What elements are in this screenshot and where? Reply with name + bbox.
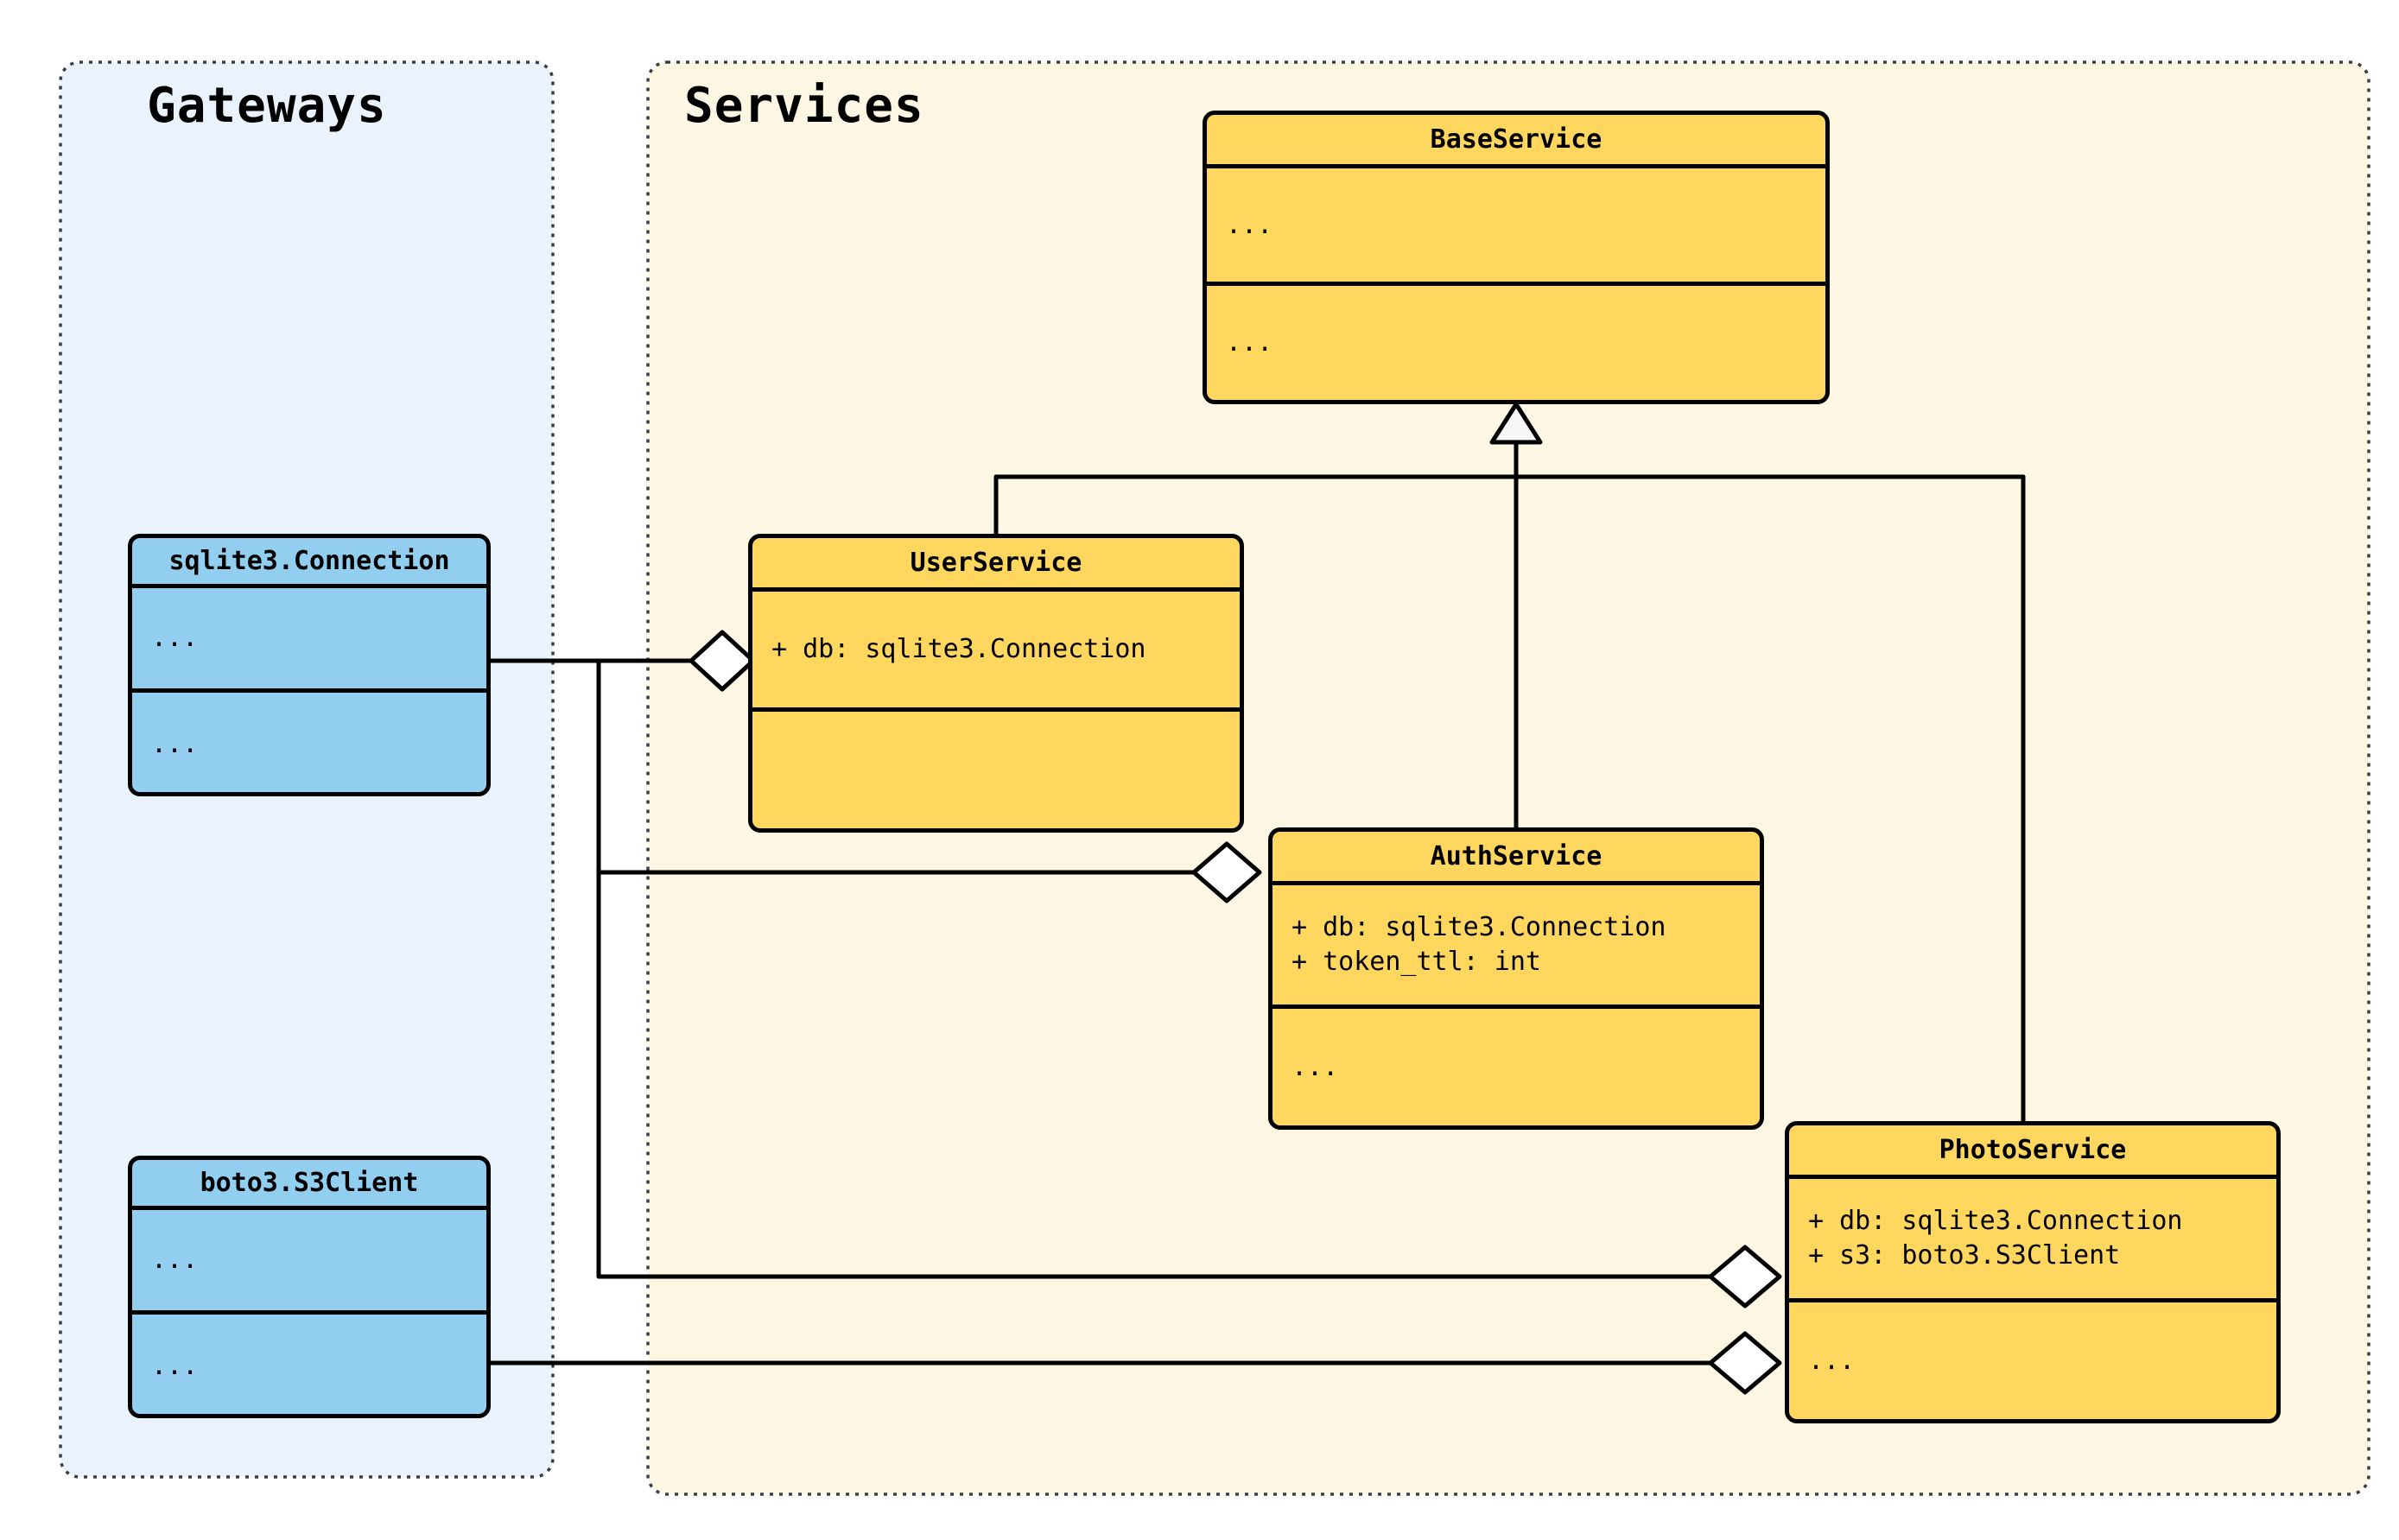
- generalization-triangle-icon: [1489, 402, 1543, 445]
- attribute-line: ...: [1226, 209, 1273, 240]
- attribute-line: ...: [151, 1245, 199, 1276]
- class-name-photoservice: PhotoService: [1789, 1125, 2276, 1179]
- method-line: ...: [1292, 1051, 1339, 1082]
- attribute-line: + db: sqlite3.Connection: [771, 634, 1146, 665]
- attribute-line: + token_ttl: int: [1292, 947, 1541, 977]
- class-attributes-sqlite3-connection: ...: [132, 588, 486, 693]
- class-attributes-userservice: + db: sqlite3.Connection: [752, 592, 1240, 712]
- method-line: ...: [151, 729, 199, 760]
- class-methods-sqlite3-connection: ...: [132, 693, 486, 792]
- class-attributes-baseservice: ...: [1207, 168, 1825, 286]
- class-attributes-photoservice: + db: sqlite3.Connection + s3: boto3.S3C…: [1789, 1179, 2276, 1302]
- method-line: ...: [1808, 1345, 1856, 1376]
- attribute-line: + db: sqlite3.Connection: [1808, 1206, 2183, 1237]
- aggregation-diamond-icon-authservice: [1191, 841, 1262, 903]
- attribute-line: + db: sqlite3.Connection: [1292, 912, 1666, 943]
- aggregation-diamond-icon-photoservice-s3: [1708, 1331, 1782, 1395]
- class-methods-baseservice: ...: [1207, 286, 1825, 400]
- package-title-gateways: Gateways: [147, 78, 387, 134]
- class-box-sqlite3-connection[interactable]: sqlite3.Connection ... ...: [128, 534, 491, 796]
- aggregation-diamond-icon-userservice: [689, 630, 756, 692]
- method-line: ...: [1226, 327, 1273, 358]
- class-methods-userservice: [752, 712, 1240, 828]
- class-box-authservice[interactable]: AuthService + db: sqlite3.Connection + t…: [1268, 827, 1764, 1130]
- class-name-sqlite3-connection: sqlite3.Connection: [132, 538, 486, 588]
- class-methods-boto3-s3client: ...: [132, 1315, 486, 1414]
- class-box-photoservice[interactable]: PhotoService + db: sqlite3.Connection + …: [1785, 1121, 2281, 1423]
- class-name-baseservice: BaseService: [1207, 115, 1825, 168]
- class-box-baseservice[interactable]: BaseService ... ...: [1203, 111, 1830, 404]
- aggregation-diamond-icon-photoservice-db: [1708, 1245, 1782, 1309]
- class-name-userservice: UserService: [752, 538, 1240, 592]
- attribute-line: + s3: boto3.S3Client: [1808, 1240, 2121, 1271]
- class-attributes-authservice: + db: sqlite3.Connection + token_ttl: in…: [1272, 885, 1760, 1009]
- package-title-services: Services: [684, 78, 924, 134]
- class-attributes-boto3-s3client: ...: [132, 1210, 486, 1315]
- class-name-boto3-s3client: boto3.S3Client: [132, 1160, 486, 1210]
- class-methods-photoservice: ...: [1789, 1302, 2276, 1419]
- class-methods-authservice: ...: [1272, 1009, 1760, 1125]
- method-line: ...: [151, 1351, 199, 1382]
- class-name-authservice: AuthService: [1272, 832, 1760, 885]
- class-box-boto3-s3client[interactable]: boto3.S3Client ... ...: [128, 1156, 491, 1418]
- aggregation-trunk-sqlite-lower: [596, 870, 1713, 1279]
- attribute-line: ...: [151, 623, 199, 654]
- class-box-userservice[interactable]: UserService + db: sqlite3.Connection: [748, 534, 1244, 833]
